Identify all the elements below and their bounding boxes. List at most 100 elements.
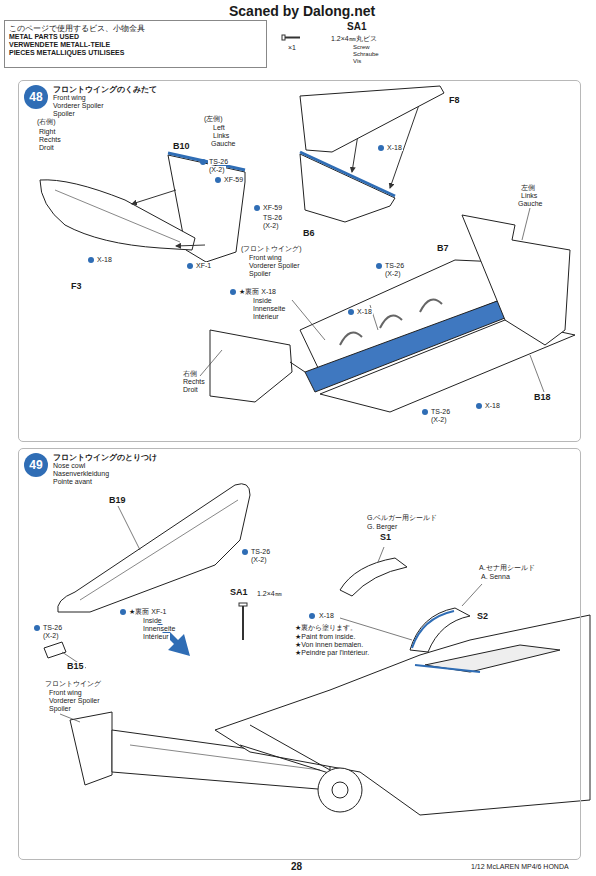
paint-dot <box>200 159 206 165</box>
paint-dot <box>187 263 193 269</box>
paint-dot <box>230 289 236 295</box>
paint-dot <box>254 205 260 211</box>
heading-text: Pointe avant <box>53 478 576 486</box>
part-b6 <box>300 152 395 222</box>
callout-text: TS-26 <box>42 624 63 631</box>
callout-text: TS-26 <box>430 408 451 415</box>
shield-s1 <box>340 558 407 596</box>
callout-text: TS-26 <box>262 214 283 221</box>
paint-dot <box>215 177 221 183</box>
leader-line <box>530 355 544 392</box>
part-number: S2 <box>476 612 489 621</box>
callout-text: ★Paint from inside. <box>294 633 356 640</box>
leader-line <box>292 300 325 340</box>
callout-text: Intérieur <box>142 633 170 640</box>
callout-text: TS-26 <box>384 262 405 269</box>
leader-line <box>60 714 80 722</box>
heading-text: Front wing <box>53 94 576 102</box>
paint-dot <box>120 609 126 615</box>
car-body <box>415 665 480 672</box>
part-f8 <box>300 86 444 152</box>
step-number-text: 49 <box>29 459 42 471</box>
callout-text: Right <box>38 128 56 135</box>
callout-text: X-18 <box>484 402 501 409</box>
part-number: F8 <box>448 96 461 105</box>
heading-text: Vorderer Spoiler <box>53 102 576 110</box>
heading-text: Spoiler <box>53 110 576 118</box>
heading-text: Nose cowl <box>53 462 576 470</box>
paint-dot <box>34 145 482 631</box>
callout-text: 右側 <box>182 370 198 377</box>
paint-dot <box>88 257 94 263</box>
part-f8 <box>300 86 444 152</box>
paint-dot <box>378 145 384 151</box>
car-body <box>215 615 590 815</box>
callout-text: XF-1 <box>195 262 212 269</box>
callout-text: Links <box>212 132 230 139</box>
callout-text: Vorderer Spoiler <box>248 262 301 269</box>
callout-text: Links <box>520 192 538 199</box>
heading-text: PIECES METALLIQUES UTILISEES <box>9 49 262 57</box>
callout-text: Vis <box>352 58 362 64</box>
part-b6 <box>300 152 395 196</box>
heading-text: フロントウイングのとりつけ <box>53 453 576 462</box>
leader-line <box>378 547 384 562</box>
callout-text: XF-59 <box>262 204 283 211</box>
part-b15 <box>44 642 66 658</box>
paint-dot <box>348 309 354 315</box>
callout-text: Inside <box>252 297 273 304</box>
paint-dot <box>476 403 482 409</box>
callout-text: TS-26 <box>208 158 229 165</box>
leader-line <box>200 350 222 376</box>
paint-dot <box>34 625 40 631</box>
part-number: F3 <box>70 282 83 291</box>
callout-text: (左側) <box>203 115 224 122</box>
callout-text: 1.2×4㎜ <box>256 590 283 597</box>
heading-text: METAL PARTS USED <box>9 33 262 41</box>
callout-text: (X-2) <box>384 270 402 277</box>
callout-text: Rechts <box>182 378 206 385</box>
part-b10 <box>168 153 245 170</box>
callout-text: X-18 <box>96 256 113 263</box>
front-wing-assembly <box>290 362 305 372</box>
screw-icon <box>282 35 285 40</box>
callout-text: (X-2) <box>262 222 280 229</box>
callout-text: 左側 <box>520 184 536 191</box>
car-body <box>250 725 330 770</box>
paint-dot <box>309 613 315 619</box>
screw-icon <box>282 35 300 40</box>
step-number-text: 48 <box>29 91 42 103</box>
callout-text: ★裏面 XF-1 <box>128 608 167 615</box>
part-number: B15 <box>66 662 85 671</box>
callout-text: Front wing <box>48 689 83 696</box>
part-number: SA1 <box>229 588 249 597</box>
part-f3 <box>40 180 195 250</box>
front-wing-part <box>70 712 112 785</box>
part-number: SA1 <box>346 22 367 32</box>
callout-text: A.セナ用シールド <box>478 564 536 571</box>
callout-text: 1/12 McLAREN MP4/6 HONDA <box>470 863 570 870</box>
callout-text: Inside <box>142 617 163 624</box>
part-b15 <box>44 642 66 658</box>
callout-text: ★Von innen bemalen. <box>294 641 364 648</box>
screw-icon <box>285 37 300 39</box>
callout-text: Spoiler <box>248 270 272 277</box>
callout-text: X-18 <box>386 144 403 151</box>
screw-sa1 <box>239 603 247 606</box>
front-wing-assembly <box>210 215 575 412</box>
callout-text: X-18 <box>318 612 335 619</box>
part-number: B6 <box>302 229 316 238</box>
step-number: 49 <box>24 453 48 477</box>
callout-text: (X-2) <box>430 416 448 423</box>
callout-text: G.ベルガー用シールド <box>366 514 438 521</box>
paint-dot <box>242 549 248 555</box>
heading-text: フロントウイングのくみたて <box>53 85 576 94</box>
callout-text: フロントウイング <box>44 680 102 687</box>
heading-text: このページで使用するビス、小物金具 <box>9 24 262 33</box>
callout-text: Gauche <box>210 140 237 147</box>
callout-text: A. Senna <box>480 573 511 580</box>
shield-s1 <box>340 558 407 596</box>
callout-text: X-18 <box>356 308 373 315</box>
callout-text: TS-26 <box>250 548 271 555</box>
callout-text: Droit <box>182 386 199 393</box>
